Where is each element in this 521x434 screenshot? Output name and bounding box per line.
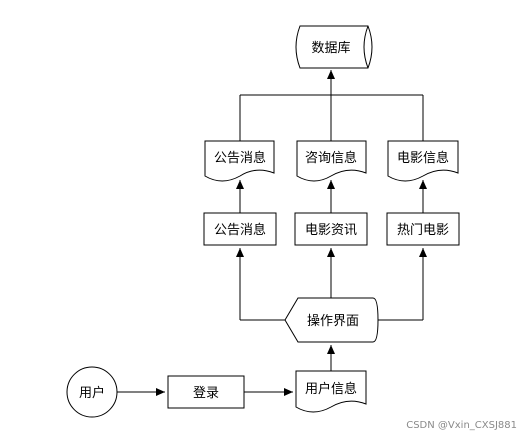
- user-label: 用户: [79, 385, 105, 401]
- doc-consult: 咨询信息: [296, 140, 367, 182]
- db-connectors: [239, 70, 424, 141]
- module-to-doc-arrows: [236, 180, 427, 213]
- login-label: 登录: [193, 386, 219, 401]
- module-announcements: 公告消息: [203, 212, 277, 246]
- database-label: 数据库: [311, 40, 350, 56]
- interface-to-module-arrows: [236, 248, 427, 321]
- interface-label: 操作界面: [307, 313, 359, 329]
- doc-announcements-label: 公告消息: [214, 150, 266, 166]
- module-movie-news: 电影资讯: [294, 212, 368, 246]
- user-node: 用户: [66, 366, 118, 418]
- interface-node: 操作界面: [284, 297, 379, 343]
- module-movie-news-label: 电影资讯: [305, 223, 357, 238]
- module-hot-movies-label: 热门电影: [397, 223, 449, 238]
- doc-announcements: 公告消息: [204, 140, 275, 182]
- login-node: 登录: [167, 375, 245, 409]
- watermark: CSDN @Vxin_CXSJ881: [406, 420, 517, 431]
- database-node: 数据库: [295, 25, 373, 69]
- module-announcements-label: 公告消息: [214, 222, 266, 238]
- doc-movie-info-label: 电影信息: [397, 150, 449, 166]
- doc-movie-info: 电影信息: [387, 140, 459, 182]
- doc-consult-label: 咨询信息: [305, 150, 357, 166]
- module-hot-movies: 热门电影: [386, 212, 460, 246]
- doc-user-info: 用户信息: [295, 370, 367, 413]
- user-info-label: 用户信息: [305, 381, 357, 397]
